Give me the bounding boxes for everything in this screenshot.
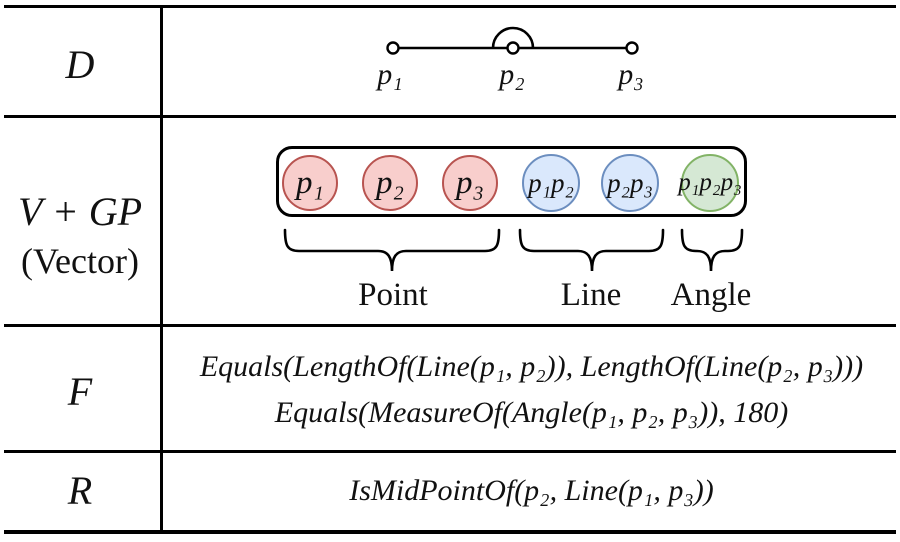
vector-token-p3: p₃ — [442, 155, 498, 211]
formula-f-line2: Equals(MeasureOf(Angle(p₁, p₂, p₃)), 180… — [274, 396, 789, 429]
row-divider-f-r — [4, 450, 896, 453]
group-label-angle: Angle — [670, 277, 752, 313]
row-label-f: F — [67, 369, 93, 414]
vector-token-p1: p₁ — [282, 155, 338, 211]
point-marker-p3 — [625, 41, 639, 55]
point-marker-p2 — [506, 41, 520, 55]
column-divider — [160, 5, 163, 534]
row-divider-vgp-f — [4, 324, 896, 327]
vector-token-p2: p₂ — [362, 155, 418, 211]
diagram-point-label-p1: p₁ — [377, 58, 403, 91]
row-label-vector: (Vector) — [21, 241, 139, 281]
formula-r: IsMidPointOf(p₂, Line(p₁, p₃)) — [349, 474, 714, 507]
row-label-r: R — [67, 468, 93, 513]
vector-token-p1p2p3: p₁p₂p₃ — [678, 154, 742, 212]
underbrace-point — [283, 228, 501, 272]
group-label-point: Point — [358, 277, 428, 313]
segment-diagram — [386, 26, 639, 55]
vector-token-p2p3: p₂p₃ — [601, 154, 659, 212]
underbrace-line — [518, 228, 665, 272]
formula-f-line1: Equals(LengthOf(Line(p₁, p₂)), LengthOf(… — [199, 350, 864, 383]
underbraces — [283, 228, 744, 272]
group-label-line: Line — [560, 277, 622, 313]
table-border-bottom — [4, 530, 896, 534]
row-label-d: D — [65, 42, 95, 87]
underbrace-angle — [680, 228, 744, 272]
vector-token-p1p2: p₁p₂ — [522, 154, 580, 212]
vector-box — [276, 146, 747, 217]
diagram-point-label-p3: p₃ — [618, 58, 644, 91]
table-border-top — [4, 5, 896, 8]
angle-arc — [491, 26, 535, 49]
row-label-vgp: V + GP — [17, 189, 143, 234]
diagram-point-label-p2: p₂ — [499, 58, 525, 91]
point-marker-p1 — [386, 41, 400, 55]
row-divider-d-vgp — [4, 115, 896, 118]
